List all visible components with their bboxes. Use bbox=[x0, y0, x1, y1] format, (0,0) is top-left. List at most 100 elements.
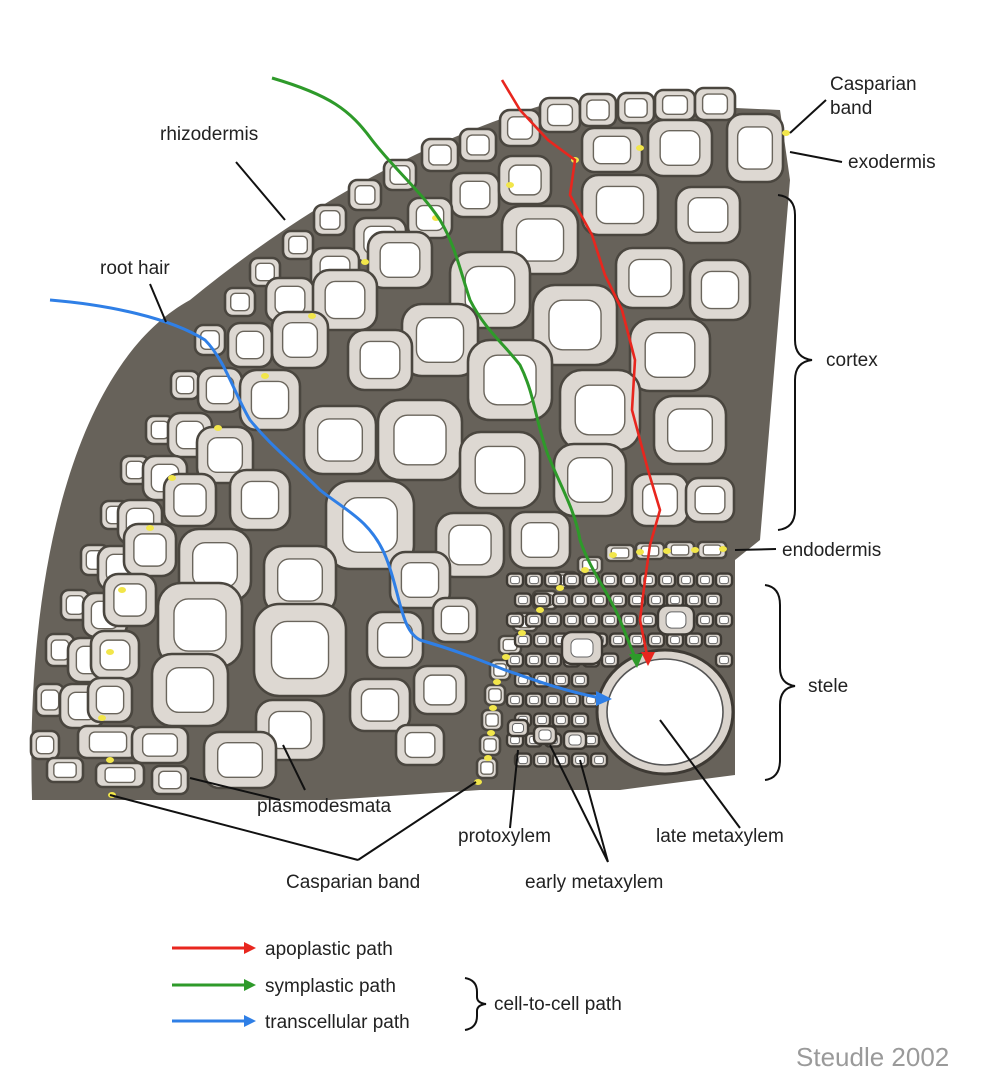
transcellular-path-line bbox=[49, 298, 601, 700]
stele-cell bbox=[524, 652, 544, 668]
legend-arrowhead-symplastic bbox=[244, 979, 256, 991]
cortex-cell bbox=[614, 246, 686, 310]
cortex-cell bbox=[86, 676, 134, 724]
rhizodermis-cell bbox=[281, 229, 315, 261]
legend-item-transcellular: transcellular path bbox=[172, 1012, 410, 1033]
cortex-cell bbox=[684, 476, 736, 524]
label-cortex: cortex bbox=[826, 350, 878, 371]
casparian-band-dots bbox=[98, 130, 790, 798]
casparian-band-dot bbox=[502, 654, 510, 660]
label-casparian-band-top-line1: Casparian bbox=[830, 74, 917, 95]
cortex-cell bbox=[324, 479, 416, 571]
endodermis-cell bbox=[480, 708, 504, 732]
stele-cell bbox=[600, 572, 620, 588]
cortex-cell bbox=[466, 338, 554, 422]
leader-root-hair bbox=[149, 283, 167, 323]
stele-cell bbox=[562, 612, 582, 628]
rhizodermis-cell bbox=[223, 286, 257, 318]
cortex-cell bbox=[102, 572, 158, 628]
stele-cell bbox=[524, 572, 544, 588]
casparian-band-dot bbox=[261, 373, 269, 379]
stele-cell bbox=[543, 692, 563, 708]
casparian-band-dot bbox=[782, 130, 790, 136]
casparian-band-dot bbox=[536, 607, 544, 613]
rhizodermis-cell bbox=[193, 323, 227, 357]
legend-group-label: cell-to-cell path bbox=[494, 994, 622, 1015]
stele-cell bbox=[600, 612, 620, 628]
cortex-cell bbox=[388, 550, 452, 610]
stele-cell bbox=[524, 692, 544, 708]
leader-casparian-top bbox=[789, 99, 827, 134]
legend-arrowhead-transcellular bbox=[244, 1015, 256, 1027]
casparian-band-dot bbox=[487, 730, 495, 736]
stele-cell bbox=[619, 572, 639, 588]
stele-cell bbox=[638, 612, 658, 628]
rhizodermis-cell bbox=[653, 88, 697, 122]
casparian-band-dot bbox=[581, 567, 589, 573]
casparian-band-dot bbox=[308, 313, 316, 319]
exodermis-cell bbox=[196, 366, 244, 414]
stele-cell bbox=[714, 612, 734, 628]
casparian-band-dot bbox=[474, 779, 482, 785]
rhizodermis-cell bbox=[94, 761, 146, 789]
leader-plasmodesmata-1 bbox=[189, 777, 281, 801]
stele-cell bbox=[543, 572, 563, 588]
stele-cell bbox=[505, 692, 525, 708]
cortex-cell bbox=[252, 602, 348, 698]
rhizodermis-cell bbox=[34, 682, 66, 718]
cortex-cell bbox=[630, 472, 690, 528]
legend-label-transcellular: transcellular path bbox=[265, 1012, 410, 1033]
rhizodermis-cell bbox=[725, 112, 785, 184]
cortex-cells bbox=[29, 86, 785, 796]
casparian-band-dot bbox=[106, 649, 114, 655]
cortex-cell bbox=[365, 610, 425, 670]
rhizodermis-cell bbox=[616, 91, 656, 125]
cortex-cell bbox=[156, 581, 244, 669]
leader-exodermis bbox=[789, 151, 843, 163]
cortex-cell bbox=[458, 430, 542, 510]
cortex-cell bbox=[558, 368, 642, 452]
stele-brace bbox=[764, 584, 796, 781]
stele-cell bbox=[589, 752, 609, 768]
stele-cell bbox=[600, 652, 620, 668]
stele-cell bbox=[532, 712, 552, 728]
cortex-cell bbox=[552, 442, 628, 518]
cortex-cell bbox=[348, 677, 412, 733]
exodermis-cell bbox=[406, 196, 454, 240]
label-endodermis: endodermis bbox=[782, 540, 881, 561]
stele-cell bbox=[570, 712, 590, 728]
casparian-band-dot bbox=[719, 546, 727, 552]
exodermis-cell bbox=[76, 724, 140, 760]
casparian-band-dot bbox=[493, 679, 501, 685]
casparian-band-dot bbox=[609, 552, 617, 558]
stele-cell bbox=[513, 752, 533, 768]
legend: apoplastic path symplastic path transcel… bbox=[172, 939, 622, 1033]
stele-cell bbox=[684, 632, 704, 648]
stele-cell bbox=[570, 592, 590, 608]
stele-cell bbox=[581, 612, 601, 628]
stele-cell bbox=[714, 652, 734, 668]
stele-cell bbox=[646, 632, 666, 648]
cortex-cell bbox=[302, 404, 378, 476]
stele-cell bbox=[695, 612, 715, 628]
stele-cell bbox=[505, 572, 525, 588]
cortex-cell bbox=[311, 268, 379, 332]
endodermis-cell bbox=[604, 543, 636, 563]
legend-arrowhead-apoplastic bbox=[244, 942, 256, 954]
rhizodermis-cell bbox=[45, 756, 85, 784]
cortex-cell bbox=[434, 511, 506, 579]
stele-cell bbox=[646, 592, 666, 608]
stele-cell bbox=[703, 592, 723, 608]
label-casparian-band-top-line2: band bbox=[830, 98, 872, 119]
legend-item-apoplastic: apoplastic path bbox=[172, 939, 393, 960]
casparian-band-dot bbox=[214, 425, 222, 431]
casparian-band-dot bbox=[518, 630, 526, 636]
endodermis-cell bbox=[475, 756, 499, 780]
apoplastic-path-arrowhead bbox=[641, 652, 655, 666]
apoplastic-path-line bbox=[500, 79, 662, 661]
stele-cell bbox=[513, 592, 533, 608]
symplastic-path-arrowhead bbox=[629, 654, 643, 668]
stele-cell bbox=[657, 572, 677, 588]
stele-cell bbox=[562, 730, 588, 751]
cortex-cell bbox=[162, 472, 218, 528]
